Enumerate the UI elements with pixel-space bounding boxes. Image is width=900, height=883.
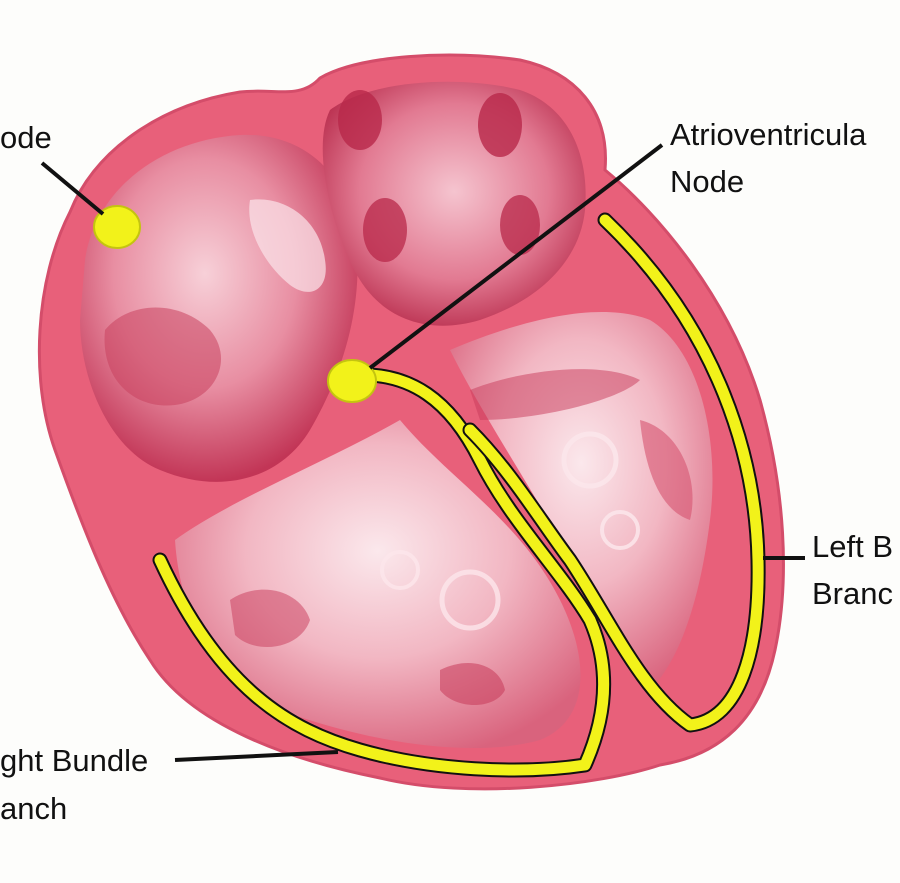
right-bundle-branch	[152, 367, 612, 778]
sa-node-leader-line	[40, 161, 105, 216]
sa-node-label: ode	[0, 120, 52, 155]
right-bundle-label-line2: anch	[0, 791, 68, 826]
av-node-label-line2: Node	[670, 164, 745, 199]
right-bundle-label-line1: ght Bundle	[0, 743, 149, 778]
sinoatrial-node	[93, 205, 141, 249]
left-bundle-branch	[462, 212, 766, 733]
left-bundle-label-line2: Branc	[812, 576, 893, 611]
left-bundle-label-line1: Left B	[812, 529, 893, 564]
left-atrium	[322, 81, 586, 326]
av-node-label-line1: Atrioventricula	[670, 117, 867, 152]
right-bundle-leader-line	[174, 750, 339, 762]
av-node-leader-line	[368, 143, 664, 370]
atrioventricular-node	[327, 359, 377, 403]
